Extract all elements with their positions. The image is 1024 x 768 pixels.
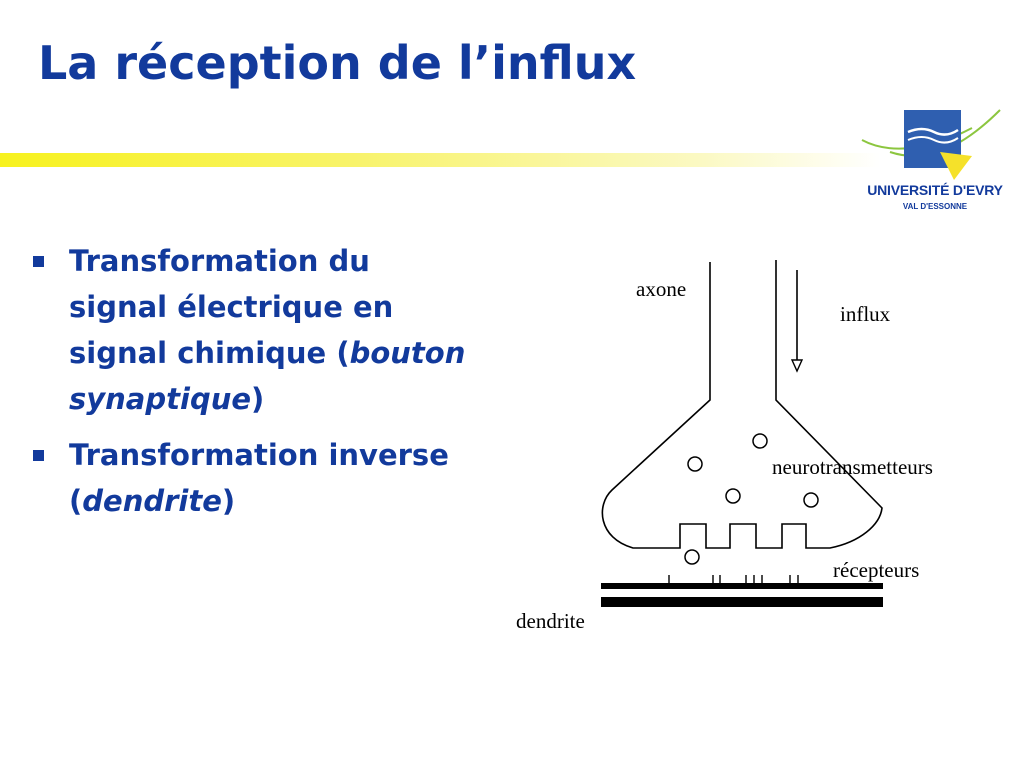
dendrite-membrane-top [601, 583, 883, 589]
label-dendrite: dendrite [516, 609, 585, 633]
bullet-text: Transformation du signal électrique en s… [69, 244, 394, 370]
square-bullet-icon [33, 256, 44, 267]
label-receptors: récepteurs [833, 558, 919, 582]
vesicle [687, 456, 703, 472]
bouton-outline-left [601, 260, 883, 549]
university-logo: UNIVERSITÉ D'EVRY VAL D'ESSONNE [860, 100, 1010, 220]
logo-subtitle: VAL D'ESSONNE [902, 202, 968, 211]
page-title: La réception de l’influx [38, 36, 637, 90]
influx-arrow-head-icon [790, 359, 804, 373]
label-axone: axone [636, 277, 686, 301]
bullet-emphasis: bouton synaptique [69, 336, 466, 416]
bullet-list: Transformation du signal électrique en s… [28, 238, 468, 534]
bullet-text: Transformation inverse ( [69, 438, 449, 518]
dendrite-membrane-bottom [601, 597, 883, 607]
vesicle [725, 488, 741, 504]
label-influx: influx [840, 302, 891, 326]
bullet-emphasis: dendrite [82, 484, 222, 518]
title-underline-bar [0, 153, 880, 167]
vesicle [803, 492, 819, 508]
logo-name: UNIVERSITÉ D'EVRY [867, 182, 1003, 198]
vesicle [684, 549, 700, 565]
bullet-item: Transformation du signal électrique en s… [28, 238, 468, 422]
bullet-close: ) [251, 382, 265, 416]
bullet-item: Transformation inverse (dendrite) [28, 432, 468, 524]
bullet-close: ) [221, 484, 236, 518]
vesicle [752, 433, 768, 449]
label-neurotransmitters: neurotransmetteurs [772, 455, 933, 479]
square-bullet-icon [33, 450, 44, 461]
logo-emblem-icon [861, 109, 1001, 180]
